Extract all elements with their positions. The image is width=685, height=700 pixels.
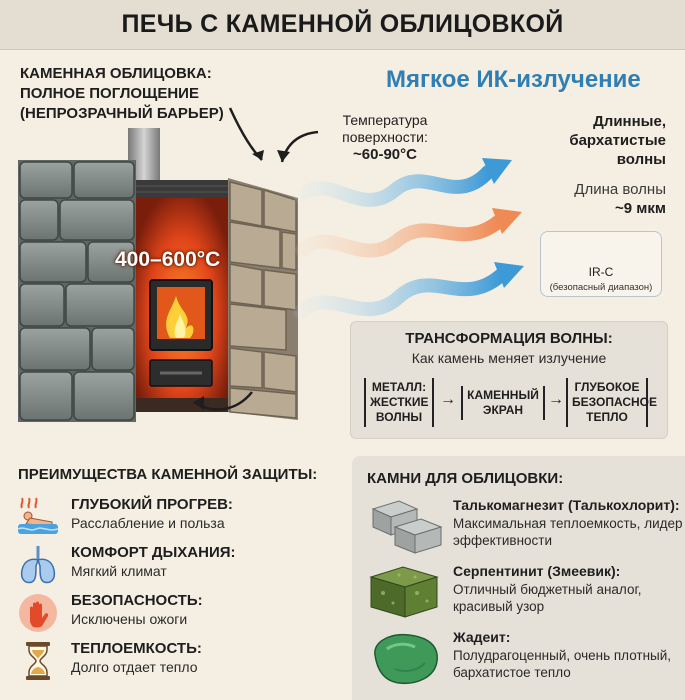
cladding-line-1: КАМЕННАЯ ОБЛИЦОВКА: (20, 65, 212, 82)
hourglass-icon (26, 642, 50, 680)
step-1-line-3: ВОЛНЫ (375, 410, 423, 424)
long-waves-line-2: бархатистые (569, 132, 666, 149)
step-3-line-2: БЕЗОПАСНОЕ (572, 395, 657, 409)
surface-temperature: Температура поверхности: ~60-90°C (320, 112, 450, 163)
cladding-pointer-arrow (228, 107, 263, 161)
stone-text: Максимальная теплоемкость, лидер эффекти… (453, 516, 683, 548)
benefit-safety: БЕЗОПАСНОСТЬ: Исключены ожоги (16, 592, 336, 638)
heat-wave-top (293, 165, 495, 207)
stone-text: Отличный бюджетный аналог, красивый узор (453, 582, 642, 614)
benefits-title: ПРЕИМУЩЕСТВА КАМЕННОЙ ЗАЩИТЫ: (18, 466, 318, 483)
transform-arrow-1: → (440, 391, 456, 408)
irc-sublabel: (безопасный диапазон) (549, 282, 653, 293)
long-waves-line-3: волны (616, 151, 666, 168)
stone-title: Талькомагнезит (Талькохлорит): (453, 497, 680, 513)
spa-bath-icon (17, 497, 59, 534)
step-1-line-2: ЖЕСТКИЕ (370, 395, 429, 409)
surface-temp-line-2: поверхности: (342, 129, 428, 145)
transform-step-metal: МЕТАЛЛ: ЖЕСТКИЕ ВОЛНЫ (364, 378, 434, 427)
benefit-text: Мягкий климат (71, 563, 167, 579)
benefit-deep-heating: ГЛУБОКИЙ ПРОГРЕВ: Расслабление и польза (16, 496, 336, 542)
surface-temp-pointer-arrow (280, 130, 319, 163)
surface-temp-value: ~60-90°C (353, 146, 417, 163)
benefit-title: ГЛУБОКИЙ ПРОГРЕВ: (71, 496, 233, 513)
step-1-line-1: МЕТАЛЛ: (371, 380, 427, 394)
transform-step-stone-screen: КАМЕННЫЙ ЭКРАН (461, 386, 545, 420)
irc-label: IR-C (588, 265, 614, 279)
wavelength-text: Длина волны (574, 181, 666, 198)
step-3-line-3: ТЕПЛО (586, 410, 628, 424)
long-waves-label: Длинные, бархатистые волны (540, 112, 666, 169)
wavelength-label: Длина волны ~9 мкм (526, 180, 666, 218)
irc-box (540, 231, 662, 297)
heat-wave-middle (295, 215, 505, 258)
stones-title: КАМНИ ДЛЯ ОБЛИЦОВКИ: (367, 470, 564, 487)
lungs-icon (20, 546, 56, 584)
benefit-text: Долго отдает тепло (71, 659, 198, 675)
page-title: ПЕЧЬ С КАМЕННОЙ ОБЛИЦОВКОЙ (121, 10, 564, 38)
inner-temperature: 400–600°C (115, 248, 221, 271)
benefit-title: ТЕПЛОЕМКОСТЬ: (71, 640, 202, 657)
step-2-line-1: КАМЕННЫЙ (467, 388, 539, 402)
wavelength-value: ~9 мкм (615, 200, 666, 217)
heat-wave-bottom (293, 269, 507, 319)
step-3-line-1: ГЛУБОКОЕ (574, 380, 640, 394)
benefit-text: Исключены ожоги (71, 611, 188, 627)
talc-blocks-icon (371, 500, 443, 554)
transform-title: ТРАНСФОРМАЦИЯ ВОЛНЫ: (405, 330, 613, 347)
stone-title: Серпентинит (Змеевик): (453, 563, 621, 579)
ir-title: Мягкое ИК-излучение (386, 66, 641, 93)
cladding-label: КАМЕННАЯ ОБЛИЦОВКА: ПОЛНОЕ ПОГЛОЩЕНИЕ (Н… (20, 64, 260, 124)
benefit-title: КОМФОРТ ДЫХАНИЯ: (71, 544, 236, 561)
left-stone-wall (18, 160, 136, 422)
benefit-breathing: КОМФОРТ ДЫХАНИЯ: Мягкий климат (16, 544, 336, 590)
transform-arrow-2: → (548, 391, 564, 408)
burn-hand-icon (19, 594, 57, 632)
serpentinite-block-icon (369, 566, 439, 618)
cladding-line-2: ПОЛНОЕ ПОГЛОЩЕНИЕ (20, 85, 199, 102)
benefit-title: БЕЗОПАСНОСТЬ: (71, 592, 203, 609)
transform-panel (350, 321, 668, 439)
step-2-line-2: ЭКРАН (482, 403, 524, 417)
surface-temp-line-1: Температура (342, 112, 428, 128)
cladding-line-3: (НЕПРОЗРАЧНЫЙ БАРЬЕР) (20, 105, 224, 122)
transform-subtitle: Как камень меняет излучение (411, 350, 607, 366)
right-stone-wall (228, 178, 298, 420)
benefit-heat-capacity: ТЕПЛОЕМКОСТЬ: Долго отдает тепло (16, 640, 336, 686)
stove-illustration (18, 107, 657, 422)
jadeite-stone-icon (374, 633, 438, 685)
transform-step-deep-heat: ГЛУБОКОЕ БЕЗОПАСНОЕ ТЕПЛО (566, 378, 657, 427)
stone-title: Жадеит: (453, 629, 511, 645)
benefit-text: Расслабление и польза (71, 515, 225, 531)
title-bar: ПЕЧЬ С КАМЕННОЙ ОБЛИЦОВКОЙ (0, 0, 685, 50)
long-waves-line-1: Длинные, (593, 113, 666, 130)
stone-text: Полудрагоценный, очень плотный, бархатис… (453, 648, 672, 680)
